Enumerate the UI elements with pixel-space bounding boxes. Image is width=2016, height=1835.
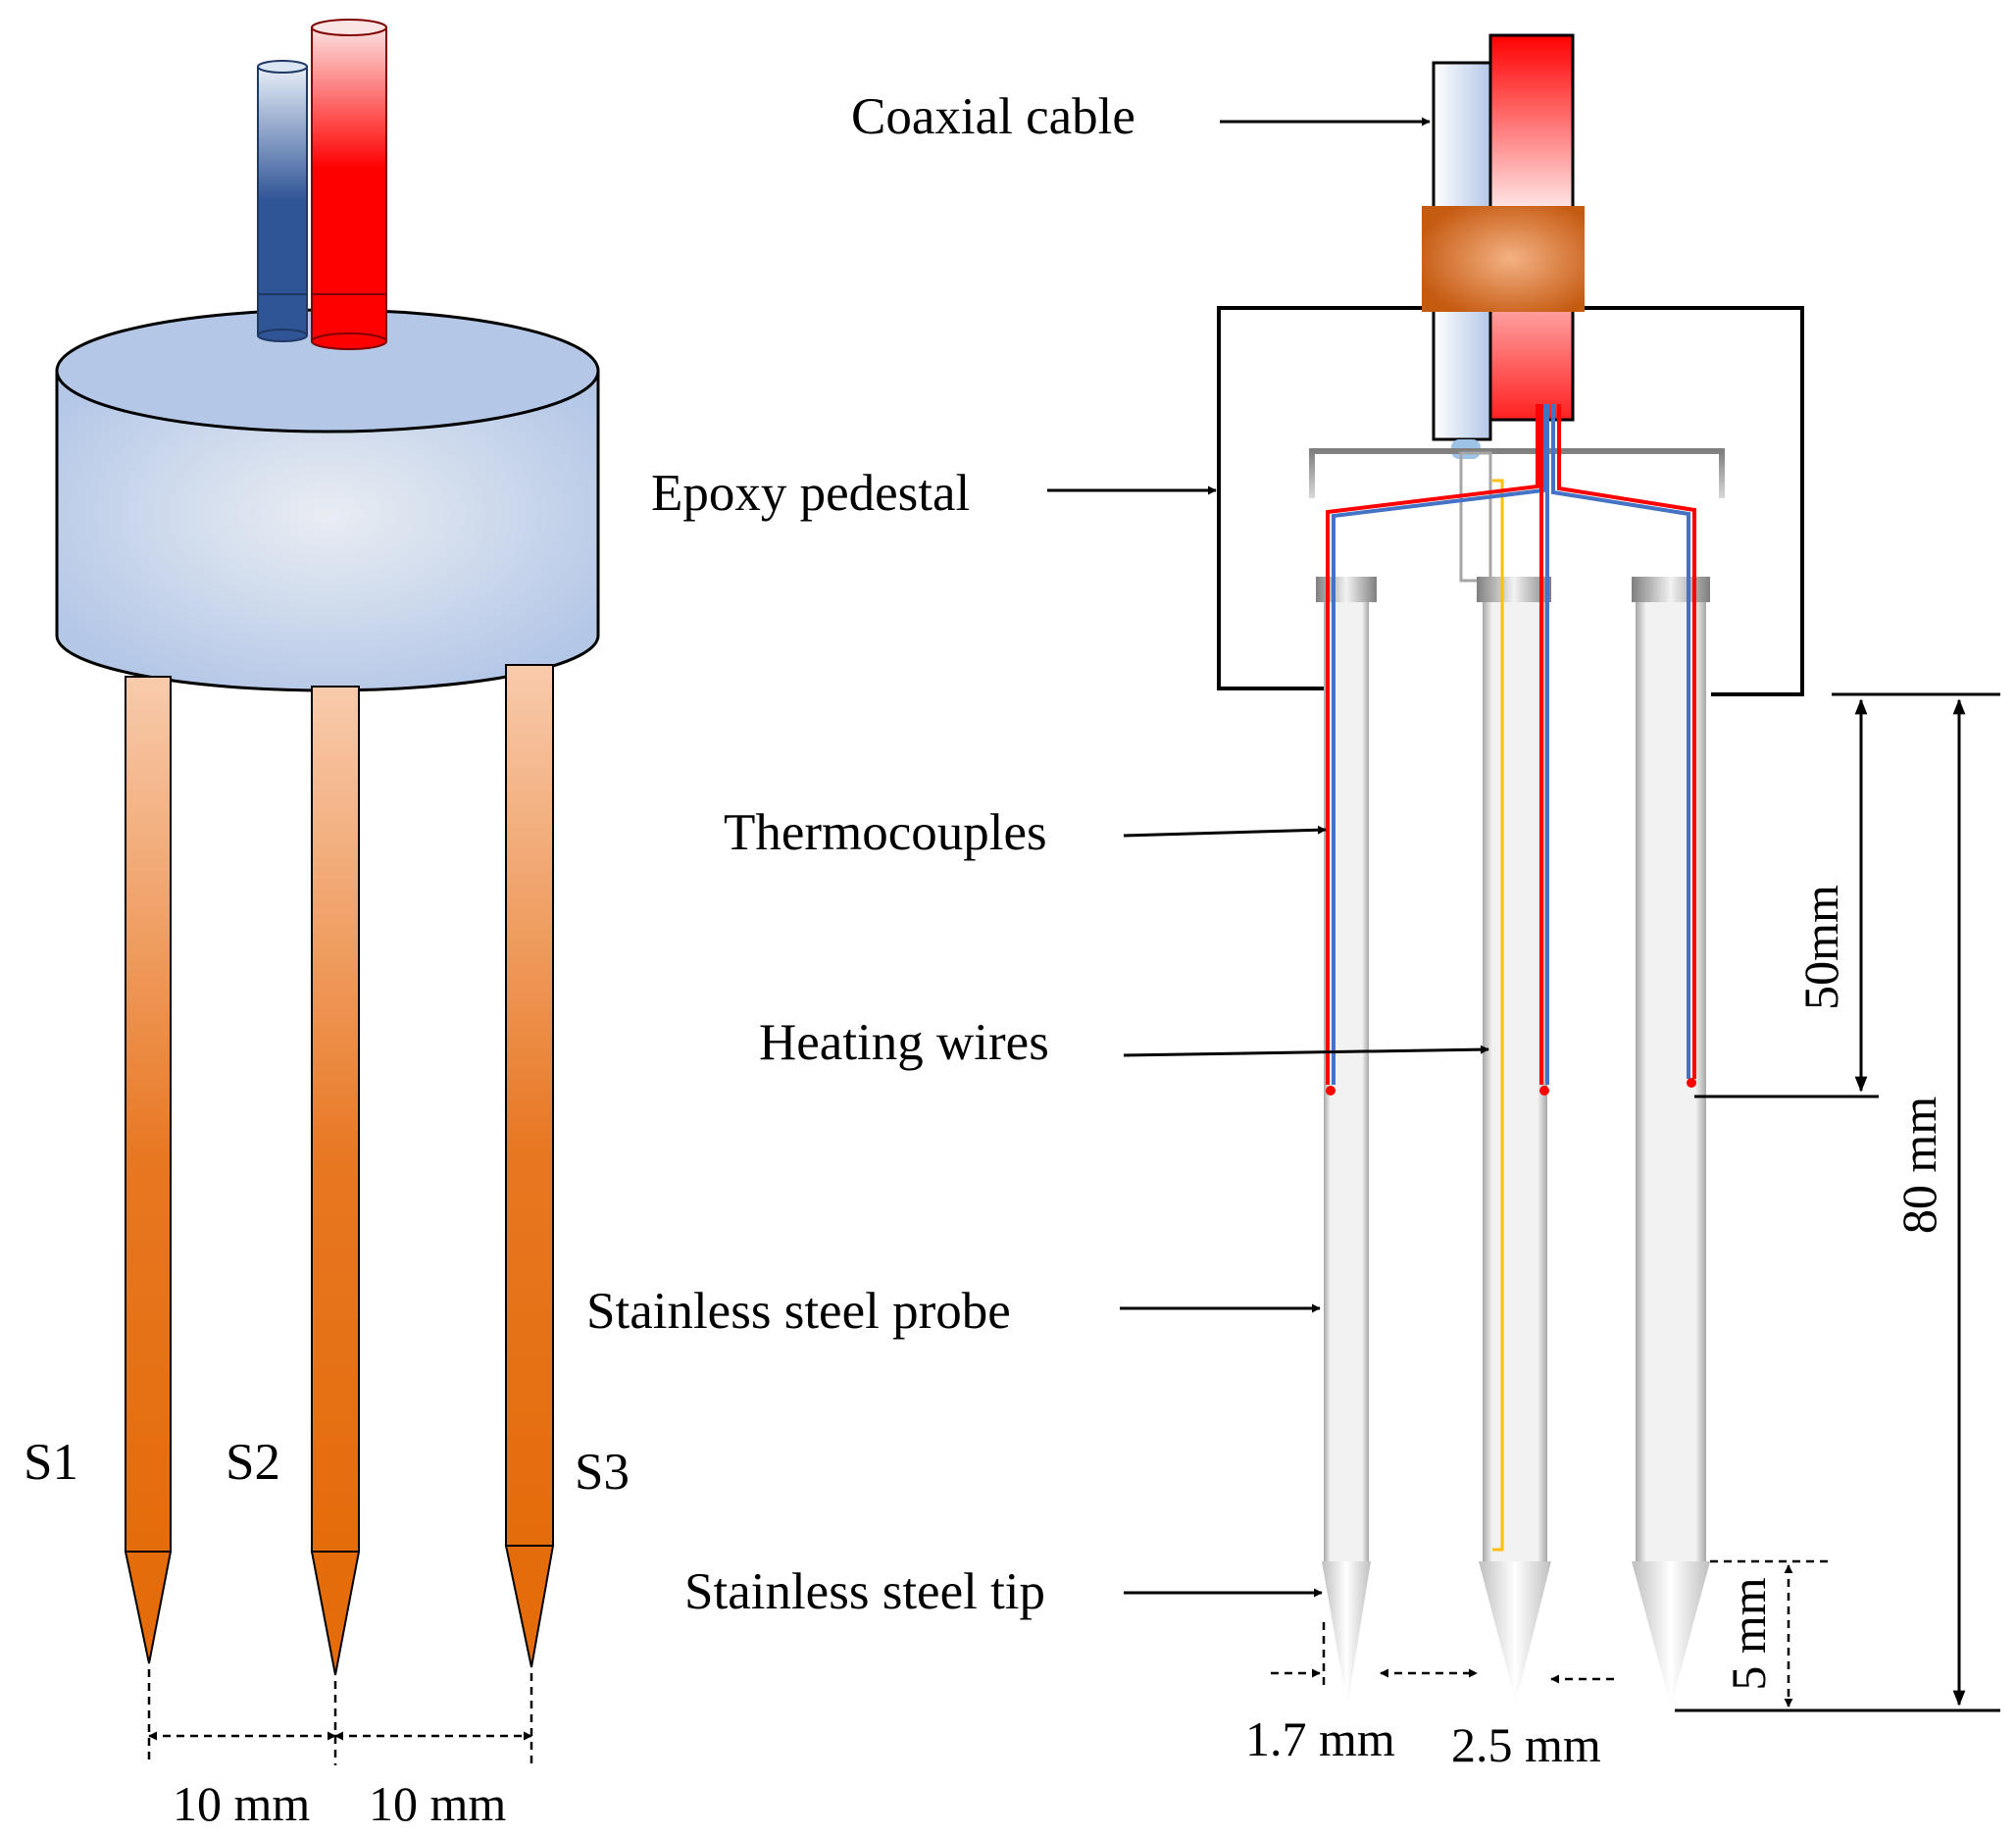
diameter-dimension [1271, 1622, 1618, 1687]
probe-3 [1632, 577, 1710, 1707]
rod-s2 [310, 686, 361, 1676]
center-support [1459, 451, 1492, 583]
dimension-lines [1675, 692, 2000, 1712]
label-s2: S2 [226, 1434, 280, 1491]
label-heating-wires: Heating wires [759, 1014, 1049, 1071]
left-cables [257, 19, 387, 342]
spacing-label-1: 10 mm [173, 1776, 310, 1831]
arrow-thermocouples [1123, 825, 1327, 838]
left-spacing-dimension [147, 1669, 533, 1765]
rod-s1 [124, 676, 173, 1664]
label-stainless-tip: Stainless steel tip [684, 1563, 1045, 1620]
probe-1 [1316, 577, 1377, 1707]
spacing-label-2: 10 mm [369, 1776, 506, 1831]
arrow-heating-wires [1123, 1045, 1489, 1057]
dimension-gap: 2.5 mm [1451, 1717, 1601, 1772]
dimension-80mm: 80 mm [1891, 1096, 1946, 1234]
left-cables-front [257, 293, 387, 350]
tip-dimension [1710, 1559, 1832, 1708]
probe-2 [1477, 577, 1551, 1703]
label-thermocouples: Thermocouples [724, 804, 1047, 861]
heating-wire [1492, 479, 1504, 1552]
coaxial-cable [1422, 33, 1585, 459]
label-s3: S3 [575, 1444, 630, 1501]
left-rods [124, 664, 555, 1676]
left-pedestal [55, 308, 600, 692]
left-probe-figure: S1 S2 S3 10 mm 10 mm [24, 19, 630, 1831]
rod-s3 [504, 664, 555, 1668]
label-epoxy-pedestal: Epoxy pedestal [651, 465, 970, 522]
dimension-diameter: 1.7 mm [1245, 1711, 1395, 1766]
label-stainless-probe: Stainless steel probe [586, 1283, 1011, 1340]
dimension-5mm: 5 mm [1721, 1577, 1776, 1690]
dimension-50mm: 50mm [1793, 885, 1848, 1010]
thermocouple-wires [1326, 404, 1696, 1096]
label-s1: S1 [24, 1434, 78, 1491]
internal-bracket [1309, 448, 1725, 498]
label-coaxial-cable: Coaxial cable [851, 88, 1135, 145]
right-probe-figure: Coaxial cable Epoxy pedestal Thermocoupl… [586, 33, 2000, 1772]
